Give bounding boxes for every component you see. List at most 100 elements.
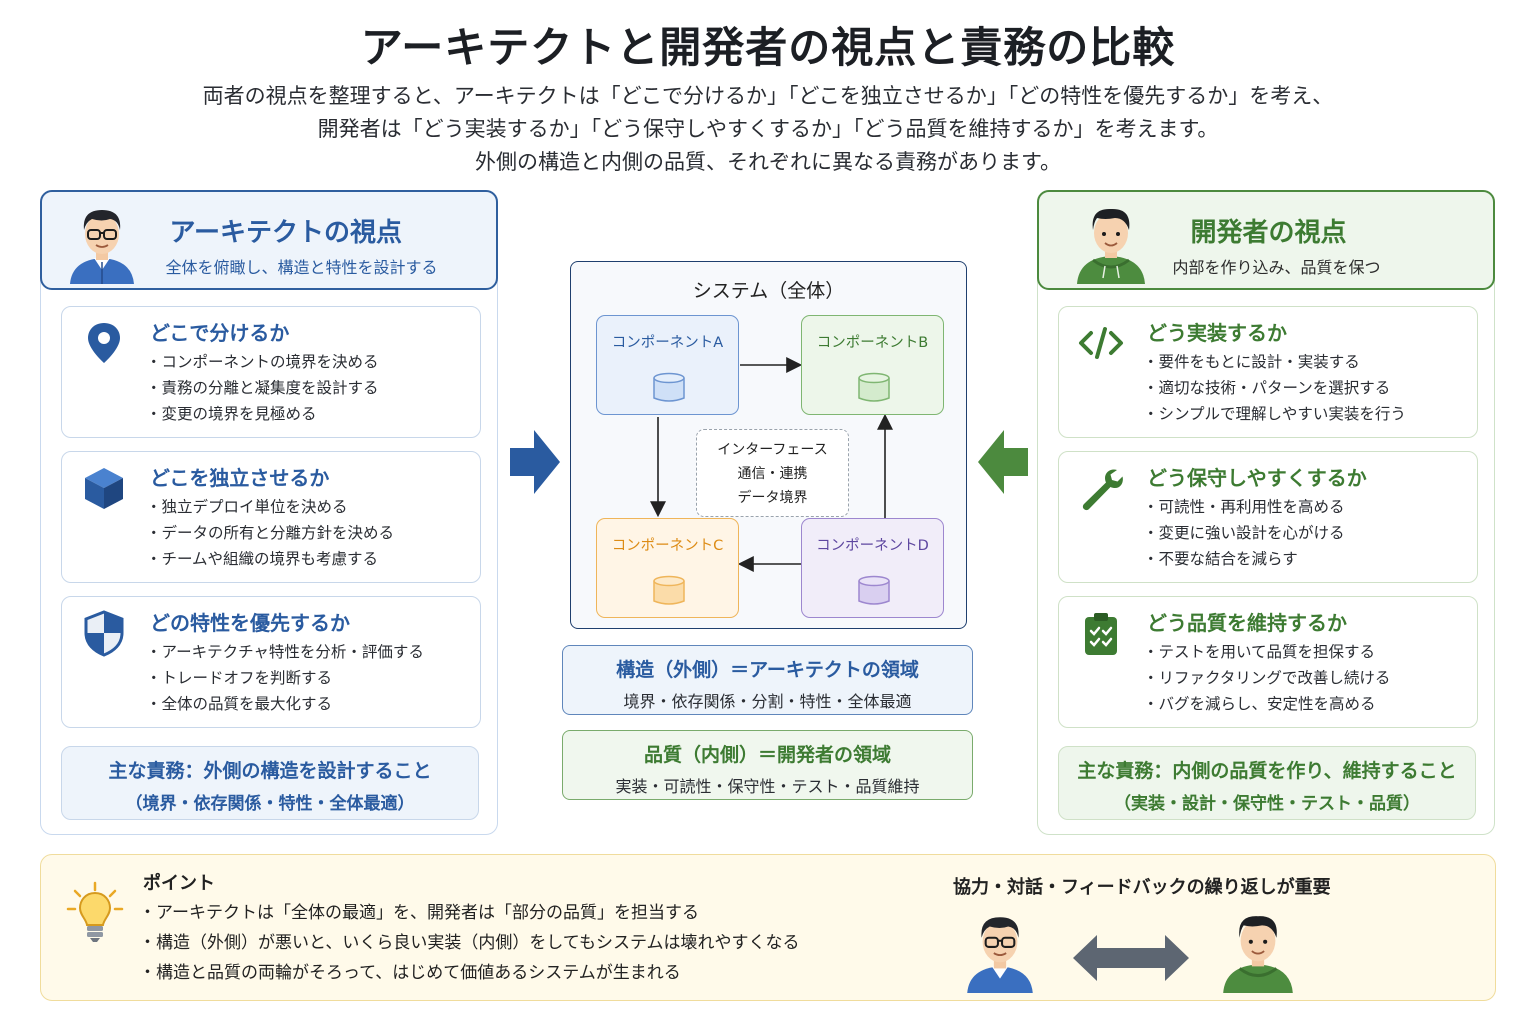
lightbulb-icon [66, 881, 124, 942]
developer-card-quality: どう品質を維持するか テストを用いて品質を担保する リファクタリングで改善し続け… [1058, 596, 1478, 728]
architect-card-list: コンポーネントの境界を決める 責務の分離と凝集度を設計する 変更の境界を見極める [146, 349, 379, 427]
point-list: アーキテクトは「全体の最適」を、開発者は「部分の品質」を担当する 構造（外側）が… [139, 898, 799, 988]
architect-header: アーキテクトの視点 全体を俯瞰し、構造と特性を設計する [39, 189, 498, 290]
list-item: テストを用いて品質を担保する [1143, 639, 1390, 665]
inner-region-title: 品質（内側）＝開発者の領域 [643, 744, 891, 766]
point-title: ポイント [143, 873, 215, 894]
component-b: コンポーネントB [801, 315, 944, 415]
list-item: 全体の品質を最大化する [146, 691, 424, 717]
system-title: システム（全体） [692, 280, 845, 302]
point-box: ポイント アーキテクトは「全体の最適」を、開発者は「部分の品質」を担当する 構造… [40, 854, 1496, 1001]
list-item: 独立デプロイ単位を決める [146, 494, 394, 520]
developer-duty: 主な責務：内側の品質を作り、維持すること （実装・設計・保守性・テスト・品質） [1058, 746, 1476, 820]
developer-card-implement: どう実装するか 要件をもとに設計・実装する 適切な技術・パターンを選択する シン… [1058, 306, 1478, 438]
architect-card-list: アーキテクチャ特性を分析・評価する トレードオフを判断する 全体の品質を最大化す… [146, 639, 424, 717]
architect-card-priority: どの特性を優先するか アーキテクチャ特性を分析・評価する トレードオフを判断する… [61, 596, 481, 728]
cube-icon [85, 468, 123, 509]
list-item: アーキテクチャ特性を分析・評価する [146, 639, 424, 665]
list-item: トレードオフを判断する [146, 665, 424, 691]
wrench-icon [1082, 469, 1123, 511]
developer-header: 開発者の視点 内部を作り込み、品質を保つ [1036, 189, 1495, 290]
developer-duty-main: 主な責務：内側の品質を作り、維持すること [1077, 760, 1457, 782]
component-d-label: コンポーネントD [816, 538, 929, 554]
intro-line-1: 両者の視点を整理すると、アーキテクトは「どこで分けるか」「どこを独立させるか」「… [202, 84, 1334, 108]
interface-label: インターフェース [717, 442, 828, 458]
developer-duty-sub: （実装・設計・保守性・テスト・品質） [1114, 794, 1420, 814]
component-a: コンポーネントA [596, 315, 739, 415]
developer-panel: 開発者の視点 内部を作り込み、品質を保つ どう実装するか 要件をもとに設計・実装… [1036, 189, 1495, 835]
architect-duty: 主な責務：外側の構造を設計すること （境界・依存関係・特性・全体最適） [61, 746, 479, 820]
component-c-label: コンポーネントC [611, 538, 724, 554]
developer-card-list: 可読性・再利用性を高める 変更に強い設計を心がける 不要な結合を減らす [1143, 494, 1345, 572]
list-item: 構造（外側）が悪いと、いくら良い実装（内側）をしてもシステムは壊れやすくなる [139, 928, 799, 958]
list-item: 要件をもとに設計・実装する [1143, 349, 1406, 375]
arrow-left-icon [978, 430, 1028, 494]
inner-region-sub: 実装・可読性・保守性・テスト・品質維持 [615, 777, 920, 796]
system-diagram: システム（全体） コンポーネントA コンポーネントB コンポーネントC [570, 261, 967, 629]
outer-region-sub: 境界・依存関係・分割・特性・全体最適 [623, 692, 912, 711]
list-item: 変更の境界を見極める [146, 401, 379, 427]
connector-arrows [650, 357, 893, 572]
collaboration-label: 協力・対話・フィードバックの繰り返しが重要 [953, 877, 1331, 898]
list-item: シンプルで理解しやすい実装を行う [1143, 401, 1406, 427]
shield-icon [84, 610, 124, 657]
outer-region-title: 構造（外側）＝アーキテクトの領域 [616, 659, 919, 681]
developer-subtitle: 内部を作り込み、品質を保つ [1172, 257, 1381, 277]
architect-card-independent: どこを独立させるか 独立デプロイ単位を決める データの所有と分離方針を決める チ… [61, 451, 481, 583]
outer-region-box: 構造（外側）＝アーキテクトの領域 境界・依存関係・分割・特性・全体最適 [562, 645, 973, 715]
inner-region-box: 品質（内側）＝開発者の領域 実装・可読性・保守性・テスト・品質維持 [562, 730, 973, 800]
clipboard-check-icon [1085, 613, 1117, 655]
developer-title: 開発者の視点 [1190, 217, 1347, 248]
intro-line-3: 外側の構造と内側の品質、それぞれに異なる責務があります。 [475, 150, 1061, 174]
architect-card-title: どの特性を優先するか [150, 611, 350, 635]
architect-avatar-icon [967, 917, 1033, 993]
list-item: アーキテクトは「全体の最適」を、開発者は「部分の品質」を担当する [139, 898, 799, 928]
developer-card-list: 要件をもとに設計・実装する 適切な技術・パターンを選択する シンプルで理解しやす… [1143, 349, 1406, 427]
architect-duty-sub: （境界・依存関係・特性・全体最適） [125, 794, 415, 814]
database-icon [653, 372, 685, 402]
database-icon [858, 575, 890, 605]
list-item: リファクタリングで改善し続ける [1143, 665, 1391, 691]
double-arrow-icon [1073, 935, 1189, 981]
developer-card-title: どう品質を維持するか [1147, 611, 1347, 635]
developer-avatar-icon [1223, 916, 1293, 993]
architect-duty-main: 主な責務：外側の構造を設計すること [108, 760, 432, 782]
component-c: コンポーネントC [596, 518, 739, 618]
interface-communication: 通信・連携 [737, 466, 808, 482]
database-icon [858, 372, 890, 402]
intro-text: 両者の視点を整理すると、アーキテクトは「どこで分けるか」「どこを独立させるか」「… [0, 80, 1536, 179]
list-item: 適切な技術・パターンを選択する [1143, 375, 1406, 401]
architect-title: アーキテクトの視点 [169, 217, 402, 248]
list-item: コンポーネントの境界を決める [146, 349, 379, 375]
database-icon [653, 575, 685, 605]
list-item: 変更に強い設計を心がける [1143, 520, 1345, 546]
interface-data-boundary: データ境界 [737, 490, 808, 506]
list-item: バグを減らし、安定性を高める [1143, 691, 1390, 717]
architect-panel: アーキテクトの視点 全体を俯瞰し、構造と特性を設計する どこで分けるか コンポー… [39, 189, 498, 835]
architect-card-title: どこを独立させるか [150, 466, 330, 490]
developer-avatar-icon [1076, 208, 1145, 284]
component-d: コンポーネントD [801, 518, 944, 618]
intro-line-2: 開発者は「どう実装するか」「どう保守しやすくするか」「どう品質を維持するか」を考… [317, 117, 1219, 141]
list-item: 可読性・再利用性を高める [1143, 494, 1345, 520]
developer-card-title: どう実装するか [1147, 321, 1287, 345]
code-icon [1079, 327, 1123, 359]
list-item: 構造と品質の両輪がそろって、はじめて価値あるシステムが生まれる [139, 958, 799, 988]
developer-card-list: テストを用いて品質を担保する リファクタリングで改善し続ける バグを減らし、安定… [1143, 639, 1391, 717]
architect-card-list: 独立デプロイ単位を決める データの所有と分離方針を決める チームや組織の境界も考… [146, 494, 395, 572]
list-item: 責務の分離と凝集度を設計する [146, 375, 379, 401]
interface-box: インターフェース 通信・連携 データ境界 [696, 429, 849, 517]
architect-avatar-icon [69, 209, 134, 284]
architect-card-title: どこで分けるか [150, 321, 290, 345]
page-title: アーキテクトと開発者の視点と責務の比較 [360, 23, 1176, 72]
list-item: チームや組織の境界も考慮する [146, 546, 394, 572]
developer-card-title: どう保守しやすくするか [1147, 466, 1367, 490]
developer-card-maintain: どう保守しやすくするか 可読性・再利用性を高める 変更に強い設計を心がける 不要… [1058, 451, 1478, 583]
list-item: 不要な結合を減らす [1143, 546, 1345, 572]
architect-subtitle: 全体を俯瞰し、構造と特性を設計する [165, 257, 438, 277]
map-pin-icon [88, 323, 120, 363]
component-a-label: コンポーネントA [611, 335, 724, 351]
architect-card-split: どこで分けるか コンポーネントの境界を決める 責務の分離と凝集度を設計する 変更… [61, 306, 481, 438]
component-b-label: コンポーネントB [816, 335, 929, 351]
arrow-right-icon [510, 430, 560, 494]
